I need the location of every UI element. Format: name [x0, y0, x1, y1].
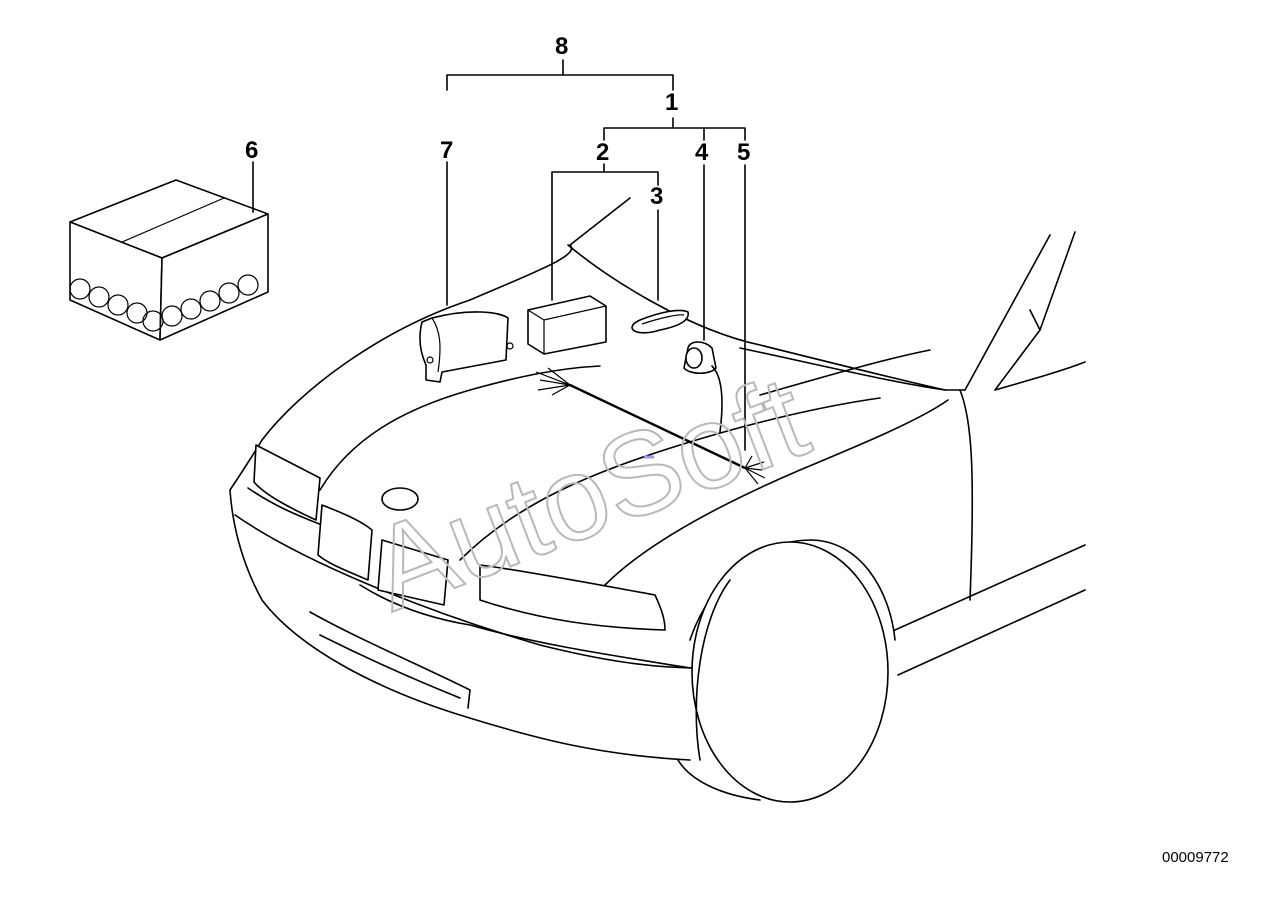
- package-side: [159, 213, 269, 341]
- bumper-trim: [309, 611, 471, 709]
- callout-2: 2: [596, 139, 609, 166]
- callout-3: 3: [650, 183, 663, 210]
- sill-line: [894, 544, 1086, 676]
- mirror-line: [1029, 309, 1041, 331]
- part-2-control-unit: [527, 295, 607, 355]
- hood-front-edge: [604, 399, 949, 586]
- callout-5: 5: [737, 139, 750, 166]
- callout-8: 8: [555, 33, 568, 60]
- part-4-sensor: [683, 341, 723, 433]
- callout-1: 1: [665, 89, 678, 116]
- car-front-illustration: [229, 197, 1086, 803]
- part-7-bracket: [419, 311, 514, 383]
- hood-crease-right: [459, 397, 881, 561]
- part-5-wiring-harness: [535, 367, 766, 485]
- a-pillar: [964, 231, 1086, 391]
- grille-left: [317, 504, 373, 581]
- leader-lines: [252, 59, 746, 451]
- headlight-left: [253, 444, 321, 521]
- cowl-line: [739, 347, 946, 396]
- grille-right: [377, 539, 449, 606]
- drawing-number: 00009772: [1162, 849, 1229, 866]
- bumper-top: [229, 489, 691, 761]
- hood-emblem: [381, 487, 419, 511]
- callout-7: 7: [440, 137, 453, 164]
- headlight-right: [479, 564, 666, 631]
- hood-outline: [261, 197, 966, 441]
- callout-4: 4: [695, 139, 709, 166]
- fender-right: [959, 389, 974, 601]
- part-3-indicator: [631, 309, 689, 334]
- front-wheel: [691, 541, 889, 803]
- tyre-sidewall: [677, 579, 761, 801]
- front-panel-line: [247, 487, 691, 669]
- hood-crease-left: [319, 365, 601, 491]
- hood-left-edge: [229, 439, 263, 491]
- part-6-package: [69, 179, 269, 341]
- callout-6: 6: [245, 137, 258, 164]
- package-rolls: [69, 274, 259, 332]
